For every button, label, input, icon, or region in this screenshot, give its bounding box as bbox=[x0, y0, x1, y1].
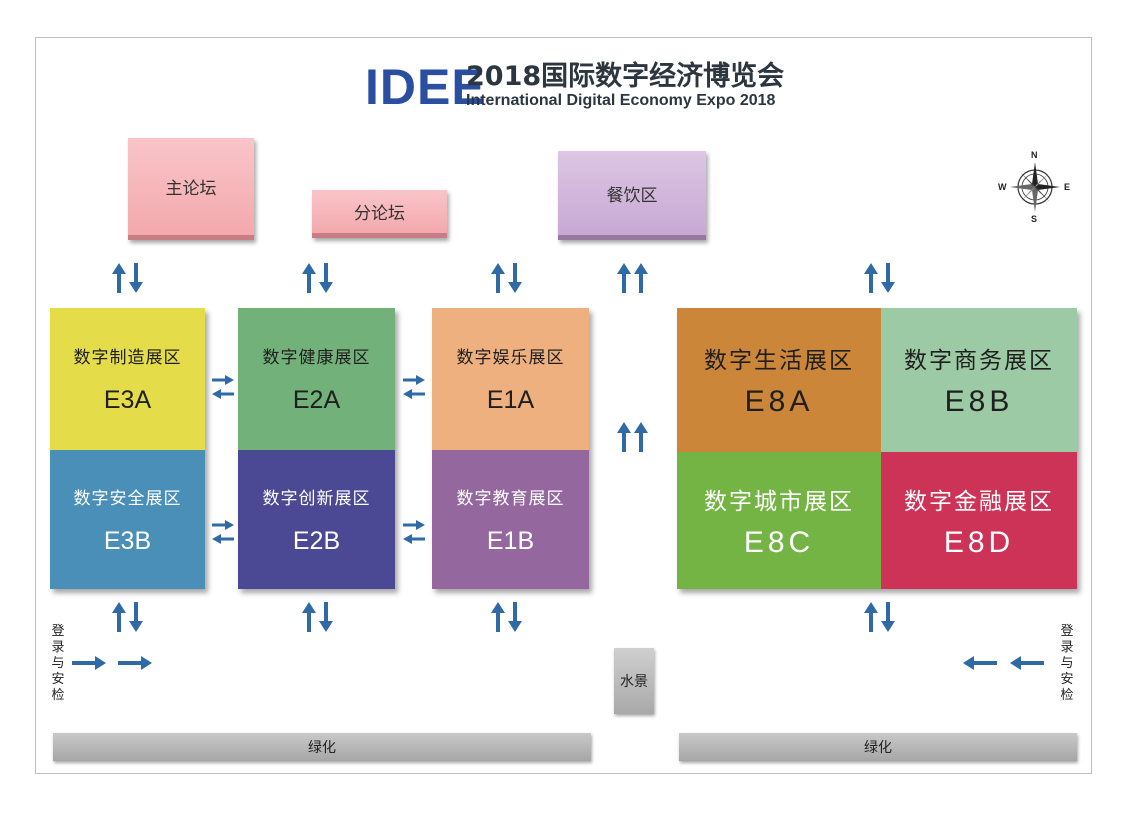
entrance-right: 登录与安检 bbox=[1060, 624, 1074, 703]
greenery-right-label: 绿化 bbox=[864, 740, 892, 756]
hall-e1b[interactable]: 数字教育展区 E1B bbox=[432, 450, 589, 589]
hall-e3b[interactable]: 数字安全展区 E3B bbox=[50, 450, 205, 589]
hall-e8b[interactable]: 数字商务展区 E8B bbox=[881, 308, 1077, 452]
sub-forum-label: 分论坛 bbox=[354, 204, 405, 224]
dining-area[interactable]: 餐饮区 bbox=[558, 151, 706, 240]
hall-e3a[interactable]: 数字制造展区 E3A bbox=[50, 308, 205, 450]
compass-w: W bbox=[998, 182, 1007, 192]
expo-title-cn: 2018国际数字经济博览会 bbox=[466, 61, 785, 92]
hall-e1a-name: 数字娱乐展区 bbox=[456, 348, 565, 368]
hall-e2b[interactable]: 数字创新展区 E2B bbox=[238, 450, 395, 589]
hall-e8d-code: E8D bbox=[943, 525, 1015, 559]
hall-e8c-name: 数字城市展区 bbox=[704, 488, 854, 515]
hall-e1b-code: E1B bbox=[486, 526, 535, 555]
hall-e8b-name: 数字商务展区 bbox=[904, 348, 1054, 374]
hall-e3a-name: 数字制造展区 bbox=[73, 348, 182, 368]
hall-e1a-code: E1A bbox=[486, 386, 535, 414]
hall-e8a[interactable]: 数字生活展区 E8A bbox=[677, 308, 881, 452]
compass-icon: N S W E bbox=[998, 150, 1071, 224]
hall-e2a-code: E2A bbox=[292, 386, 341, 414]
compass-n: N bbox=[1031, 150, 1038, 160]
hall-e1b-name: 数字教育展区 bbox=[456, 488, 565, 509]
hall-e2b-name: 数字创新展区 bbox=[262, 488, 371, 509]
sub-forum[interactable]: 分论坛 bbox=[312, 190, 447, 238]
dining-area-label: 餐饮区 bbox=[606, 185, 658, 206]
compass-e: E bbox=[1064, 182, 1071, 192]
hall-e3b-code: E3B bbox=[103, 526, 152, 555]
water-feature-label: 水景 bbox=[620, 674, 648, 690]
hall-e2b-code: E2B bbox=[292, 526, 341, 555]
expo-title-en: International Digital Economy Expo 2018 bbox=[466, 92, 776, 109]
hall-e2a-name: 数字健康展区 bbox=[262, 348, 371, 368]
hall-e1a[interactable]: 数字娱乐展区 E1A bbox=[432, 308, 589, 450]
hall-e8a-name: 数字生活展区 bbox=[704, 348, 854, 374]
hall-e2a[interactable]: 数字健康展区 E2A bbox=[238, 308, 395, 450]
greenery-right: 绿化 bbox=[679, 733, 1077, 761]
main-forum-label: 主论坛 bbox=[165, 179, 217, 199]
hall-e8d[interactable]: 数字金融展区 E8D bbox=[881, 452, 1077, 589]
hall-e3a-code: E3A bbox=[103, 386, 152, 414]
hall-e8b-code: E8B bbox=[944, 385, 1014, 418]
hall-e3b-name: 数字安全展区 bbox=[73, 488, 182, 509]
idee-logo: IDEE bbox=[365, 59, 486, 115]
water-feature: 水景 bbox=[614, 648, 654, 714]
hall-e8c[interactable]: 数字城市展区 E8C bbox=[677, 452, 881, 589]
main-forum[interactable]: 主论坛 bbox=[128, 138, 254, 240]
compass-s: S bbox=[1031, 214, 1038, 224]
entrance-left: 登录与安检 bbox=[51, 624, 65, 703]
hall-e8a-code: E8A bbox=[744, 385, 814, 418]
hall-e8d-name: 数字金融展区 bbox=[904, 488, 1054, 515]
greenery-left: 绿化 bbox=[53, 733, 591, 761]
hall-e8c-code: E8C bbox=[743, 525, 815, 559]
greenery-left-label: 绿化 bbox=[308, 740, 336, 756]
